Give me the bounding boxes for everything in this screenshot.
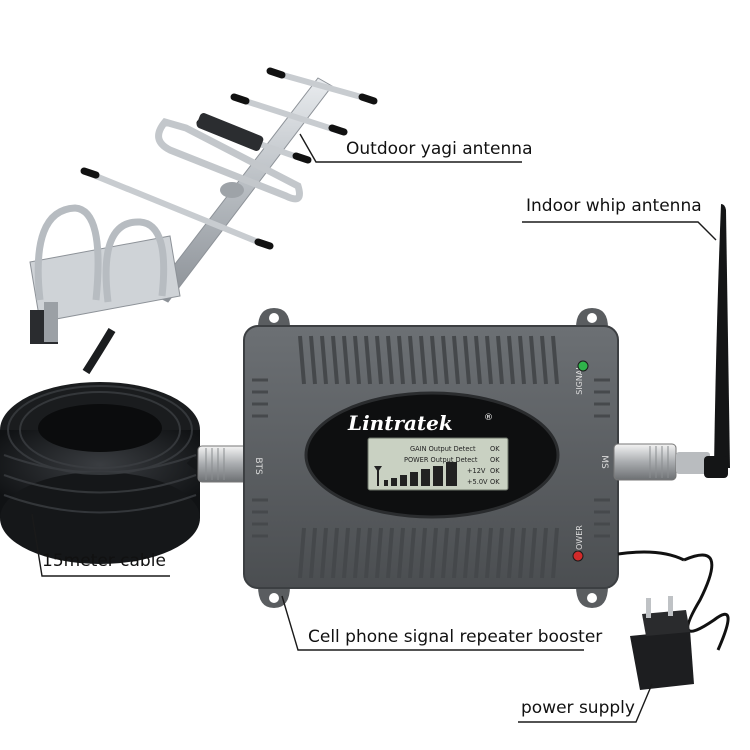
heat-sink-fin [518,527,526,579]
lcd-line-gain: GAIN Output Detect [410,445,476,453]
heat-sink-fin [529,335,537,385]
port-label-bts: BTS [253,457,263,475]
heat-sink-fin [518,335,526,385]
heat-sink-fin [430,335,438,385]
ms-connector [613,443,710,481]
label-signal-repeater-booster: Cell phone signal repeater booster [308,627,603,647]
heat-sink-fin [331,527,339,579]
heat-sink-fin [452,335,460,385]
power-adapter [617,550,730,690]
heat-sink-fin [507,335,515,385]
heat-sink-fin [474,527,482,579]
heat-sink-fin [463,335,471,385]
heat-sink-fin [441,527,449,579]
heat-sink-fin [485,527,493,579]
signal-strength-icon [374,462,457,486]
lcd-status-power: OK [490,456,500,464]
brand-logo: Lintratek [347,411,453,435]
heat-sink-fin [298,527,306,579]
yagi-antenna [29,67,378,375]
power-label: POWER [575,525,584,555]
heat-sink-fin [353,527,361,579]
heat-sink-fin [342,527,350,579]
heat-sink-fin [375,335,383,385]
heat-sink-fin [507,527,515,579]
heat-sink-fin [474,335,482,385]
heat-sink-fin [353,335,361,385]
lcd-line-5v: +5.0V [467,478,488,486]
heat-sink-fin [529,527,537,579]
coiled-cable [0,382,212,564]
heat-sink-fin [408,527,416,579]
lcd-status-5v: OK [490,478,500,486]
heat-sink-fin [309,335,317,385]
heat-sink-fin [298,335,306,385]
heat-sink-fin [364,335,372,385]
heat-sink-fin [452,527,460,579]
heat-sink-fin [397,335,405,385]
heat-sink-fin [320,527,328,579]
signal-led [577,360,589,372]
leader-lines [31,133,717,723]
lcd-status-12v: OK [490,467,500,475]
signal-booster: Lintratek ® GAIN Output Detect OK POWER … [243,308,619,608]
power-led [572,550,584,562]
heat-sink-fin [551,335,559,385]
heat-sink-fin [463,527,471,579]
lcd-line-power: POWER Output Detect [404,456,478,464]
heat-sink-fin [496,527,504,579]
signal-label: SIGNAL [575,365,584,395]
heat-sink-fin [386,527,394,579]
lcd-line-12v: +12V [467,467,486,475]
bts-connector [197,445,251,483]
heat-sink-fin [331,335,339,385]
heat-sink-fin [485,335,493,385]
heat-sink-fin [309,527,317,579]
heat-sink-fin [408,335,416,385]
label-indoor-whip-antenna: Indoor whip antenna [526,196,702,216]
heat-sink-fin [551,527,559,579]
label-cable: 15meter cable [42,551,166,571]
heat-sink-fin [419,527,427,579]
port-label-ms: MS [599,455,609,469]
heat-sink-fin [430,527,438,579]
heat-sink-fin [375,527,383,579]
whip-antenna [704,204,730,478]
heat-sink-fin [364,527,372,579]
trademark-symbol: ® [484,413,493,423]
heat-sink-fin [342,335,350,385]
heat-sink-fin [419,335,427,385]
heat-sink-fin [540,527,548,579]
heat-sink-fin [386,335,394,385]
heat-sink-fin [320,335,328,385]
label-outdoor-yagi-antenna: Outdoor yagi antenna [346,139,533,159]
heat-sink-fin [441,335,449,385]
label-power-supply: power supply [521,698,635,718]
heat-sink-fin [397,527,405,579]
lcd-status-gain: OK [490,445,500,453]
heat-sink-fin [496,335,504,385]
heat-sink-fin [540,335,548,385]
